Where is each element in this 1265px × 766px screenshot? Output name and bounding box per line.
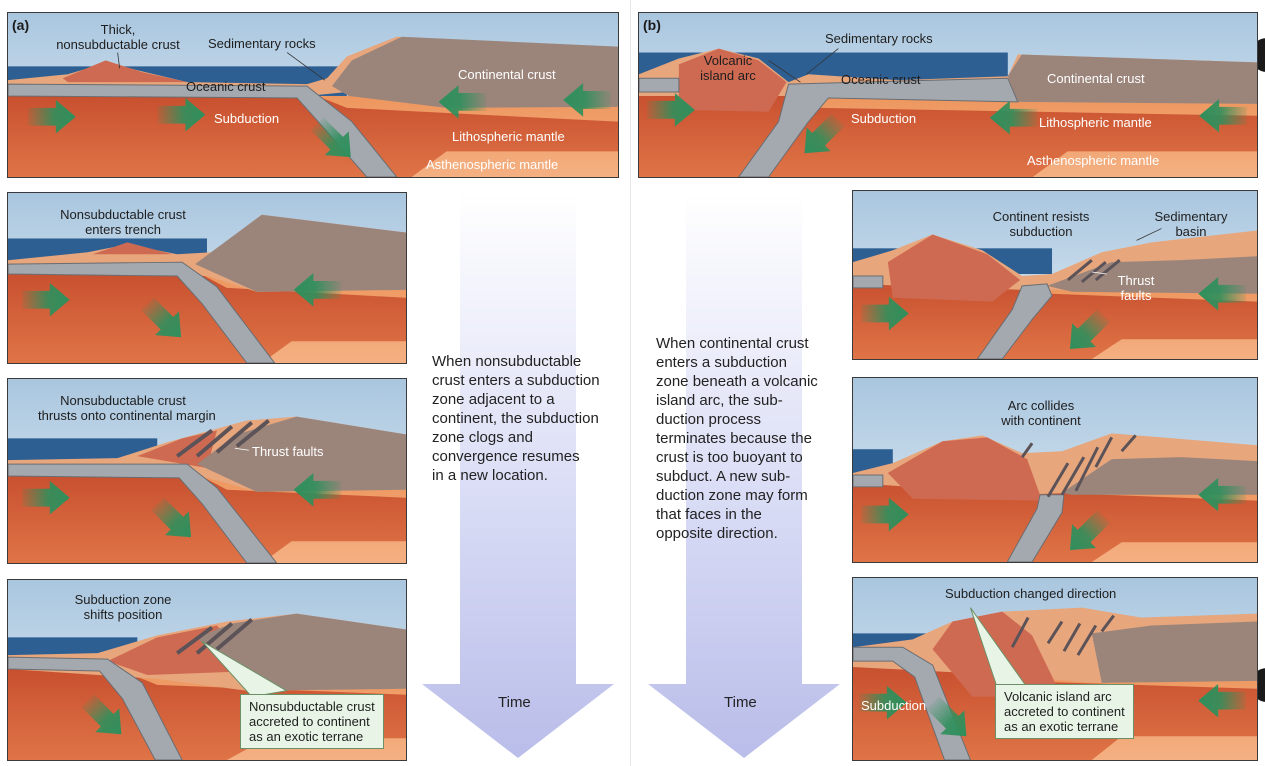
b4-title: Subduction changed direction — [945, 586, 1117, 601]
part-b-tag: (b) — [643, 17, 661, 33]
time-label-b: Time — [724, 694, 757, 711]
description-a: When nonsubductable crust enters a subdu… — [432, 353, 600, 484]
description-b: When continental crust enters a subducti… — [656, 335, 818, 542]
time-arrow-a — [422, 192, 614, 758]
b1-label-sedimentary-rocks: Sedimentary rocks — [825, 31, 933, 46]
b1-label-lithospheric-mantle: Lithospheric mantle — [1039, 115, 1152, 130]
panel-a1-diagram — [8, 13, 618, 177]
page-gutter — [630, 0, 631, 766]
label-thick-crust: Thick,nonsubductable crust — [56, 22, 180, 52]
label-sedimentary-rocks: Sedimentary rocks — [208, 36, 316, 51]
label-subduction: Subduction — [214, 111, 280, 126]
panel-a1-initial: (a) Thick,nonsubductable crust Sedimenta… — [7, 12, 619, 178]
panel-b4-changed-direction: Subduction changed direction Subduction … — [852, 577, 1258, 761]
label-asthenospheric-mantle: Asthenospheric mantle — [426, 157, 559, 172]
a3-label-thrust-faults: Thrust faults — [252, 444, 324, 459]
b1-label-oceanic-crust: Oceanic crust — [841, 72, 921, 87]
label-oceanic-crust: Oceanic crust — [186, 79, 266, 94]
time-label-a: Time — [498, 694, 531, 711]
label-continental-crust: Continental crust — [458, 67, 556, 82]
label-lithospheric-mantle: Lithospheric mantle — [452, 129, 565, 144]
b4-label-subduction: Subduction — [861, 698, 927, 713]
b1-label-asthenospheric-mantle: Asthenospheric mantle — [1027, 153, 1160, 168]
part-a-tag: (a) — [12, 17, 30, 33]
b1-label-subduction: Subduction — [851, 111, 917, 126]
time-arrow-b — [648, 192, 840, 758]
b1-label-continental-crust: Continental crust — [1047, 71, 1145, 86]
